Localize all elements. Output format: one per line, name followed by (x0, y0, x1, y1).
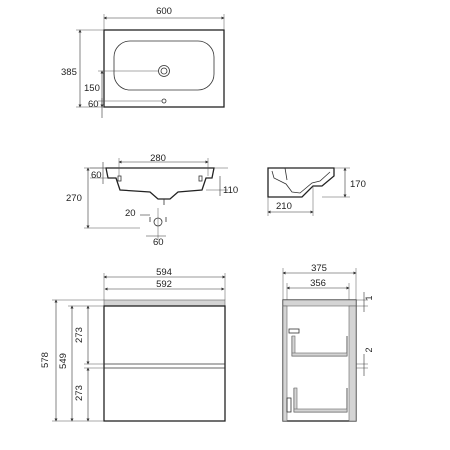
basin-front-profile (105, 167, 215, 200)
basin-bowl (113, 40, 215, 91)
drain-hole-inner (160, 67, 168, 75)
body-height-label: 549 (58, 353, 69, 369)
basin-side-bowl (271, 170, 331, 194)
overall-height-label: 270 (66, 193, 82, 204)
side-front-panel (348, 305, 357, 422)
edge-label: 60 (91, 170, 102, 181)
side-top-panel (282, 299, 357, 307)
basin-side-section: 170 210 (267, 167, 366, 216)
tap-spacing-label: 280 (150, 153, 166, 164)
left-tap-hole (117, 175, 122, 182)
cabinet-side-section: 375 356 1 2 (282, 263, 374, 422)
basin-front-section: 280 60 270 110 20 60 (66, 153, 238, 248)
drain-width-label: 60 (153, 237, 164, 248)
cabinet-body (103, 305, 226, 422)
depth-dimension-label: 385 (61, 67, 77, 78)
top-gap-label: 1 (364, 295, 374, 300)
basin-top-view: 600 385 150 60 (61, 6, 225, 118)
inner-depth-label: 356 (310, 278, 326, 289)
side-height-label: 170 (350, 179, 366, 190)
drain-spacing-label: 20 (125, 208, 136, 219)
outer-depth-label: 375 (311, 263, 327, 274)
basin-outline (103, 29, 225, 108)
cabinet-top-panel (103, 299, 226, 307)
bowl-height-label: 110 (223, 185, 238, 196)
lower-drawer-label: 273 (74, 385, 85, 401)
mid-gap-label: 2 (364, 347, 374, 352)
tap-offset-label: 150 (84, 83, 100, 94)
width-dimension-label: 600 (156, 6, 172, 17)
inner-width-label: 592 (156, 279, 172, 290)
lower-drawer-box (293, 388, 348, 413)
total-height-label: 578 (40, 352, 51, 368)
drawer-runner (288, 328, 300, 334)
side-depth-label: 210 (276, 201, 292, 212)
tap-hole (161, 98, 167, 104)
basin-side-profile (267, 167, 335, 198)
drain-offset-label: 60 (88, 99, 99, 110)
upper-drawer-label: 273 (74, 327, 85, 343)
outer-width-label: 594 (156, 267, 172, 278)
cabinet-front-view: 594 592 578 549 273 273 (40, 267, 226, 422)
right-tap-hole (198, 175, 203, 182)
drain-hole (158, 65, 170, 77)
side-back-panel (282, 305, 288, 422)
